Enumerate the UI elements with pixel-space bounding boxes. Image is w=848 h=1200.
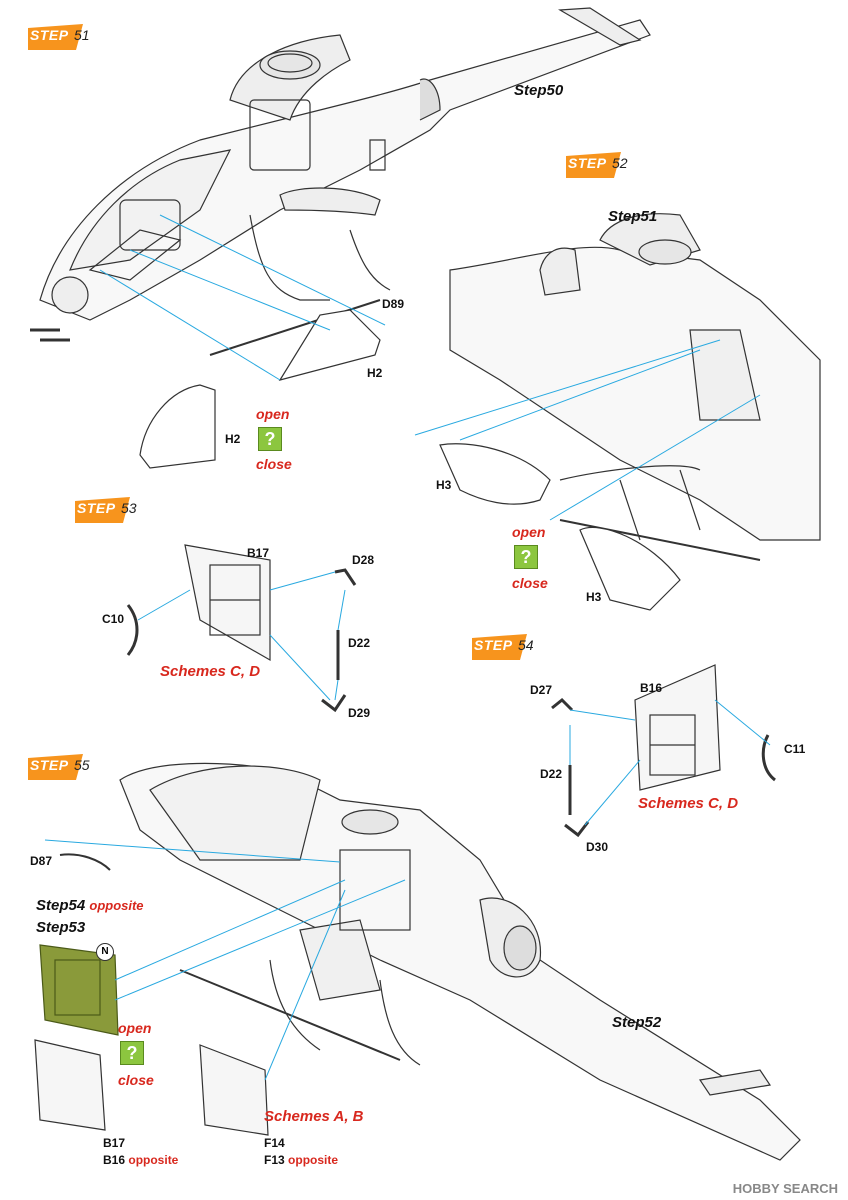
helicopter-step52 xyxy=(449,213,821,561)
close-label: close xyxy=(118,1072,154,1088)
helicopter-step51 xyxy=(30,7,651,356)
door-b17 xyxy=(184,544,271,662)
part-d28 xyxy=(334,568,357,586)
label-f14: F14 xyxy=(264,1136,285,1150)
part-d27 xyxy=(551,697,574,712)
question-icon: ? xyxy=(120,1041,144,1065)
open-label: open xyxy=(118,1020,152,1036)
watermark: HOBBY SEARCH xyxy=(732,1181,838,1196)
label-h3-closed: H3 xyxy=(586,590,602,604)
step-55-flag: STEP 55 xyxy=(28,754,90,780)
label-d28: D28 xyxy=(352,553,375,567)
label-d87: D87 xyxy=(30,854,53,868)
label-c10: C10 xyxy=(102,612,125,626)
label-d30: D30 xyxy=(586,840,609,854)
step-number: 53 xyxy=(121,500,137,516)
opposite-note: opposite xyxy=(288,1153,339,1167)
door-f14 xyxy=(199,1044,269,1136)
canopy-h2-closed xyxy=(139,384,216,469)
step-word: STEP xyxy=(568,155,607,171)
close-label: close xyxy=(512,575,548,591)
canopy-h3-part xyxy=(439,443,551,505)
step-word: STEP xyxy=(77,500,116,516)
scheme-cd-step54: Schemes C, D xyxy=(638,795,739,812)
step-number: 55 xyxy=(74,757,90,773)
scheme-cd-step53: Schemes C, D xyxy=(160,663,261,680)
question-icon: ? xyxy=(258,427,282,451)
label-d22-b: D22 xyxy=(540,767,563,781)
ref-step54-label: Step54 xyxy=(36,897,86,914)
canopy-h3-closed xyxy=(579,526,681,611)
door-b17-closed xyxy=(34,1039,106,1131)
scheme-ab-step55: Schemes A, B xyxy=(264,1108,364,1125)
ref-step51: Step51 xyxy=(608,208,658,225)
label-b17-step55: B17 xyxy=(103,1136,126,1150)
leader-lines xyxy=(44,214,771,1081)
label-h3: H3 xyxy=(436,478,452,492)
step-number: 54 xyxy=(518,637,534,653)
step-52-flag: STEP 52 xyxy=(566,152,628,178)
part-c11 xyxy=(761,734,777,782)
label-h2-closed: H2 xyxy=(225,432,241,446)
label-f13-code: F13 xyxy=(264,1153,285,1167)
step-word: STEP xyxy=(474,637,513,653)
step-number: 52 xyxy=(612,155,628,171)
ref-step54: Step54 opposite xyxy=(36,897,144,914)
ref-step50: Step50 xyxy=(514,82,564,99)
label-d89: D89 xyxy=(382,297,405,311)
opposite-note: opposite xyxy=(128,1153,179,1167)
label-c11: C11 xyxy=(784,742,806,756)
part-d87 xyxy=(59,853,111,871)
label-d22: D22 xyxy=(348,636,371,650)
label-b16-code: B16 xyxy=(103,1153,126,1167)
door-green-step53 xyxy=(39,944,119,1036)
label-b17: B17 xyxy=(247,546,270,560)
label-d27: D27 xyxy=(530,683,553,697)
canopy-h2-part xyxy=(278,309,381,381)
close-label: close xyxy=(256,456,292,472)
label-d29: D29 xyxy=(348,706,371,720)
part-d29 xyxy=(321,694,347,713)
ref-step53: Step53 xyxy=(36,919,86,936)
step-53-flag: STEP 53 xyxy=(75,497,137,523)
question-icon: ? xyxy=(514,545,538,569)
open-label: open xyxy=(256,406,290,422)
n-badge-icon: N xyxy=(96,943,114,961)
helicopter-step55 xyxy=(119,762,801,1161)
door-b16 xyxy=(634,664,721,791)
step-51-flag: STEP 51 xyxy=(28,24,90,50)
ref-opposite: opposite xyxy=(89,898,144,913)
part-d30 xyxy=(564,821,590,838)
label-f13-opposite: F13 opposite xyxy=(264,1153,338,1167)
step-word: STEP xyxy=(30,27,69,43)
part-c10 xyxy=(126,604,139,656)
open-label: open xyxy=(512,524,546,540)
step-word: STEP xyxy=(30,757,69,773)
ref-step52: Step52 xyxy=(612,1014,662,1031)
step-54-flag: STEP 54 xyxy=(472,634,534,660)
label-b16-opposite: B16 opposite xyxy=(103,1153,178,1167)
step-number: 51 xyxy=(74,27,90,43)
label-h2: H2 xyxy=(367,366,383,380)
label-b16: B16 xyxy=(640,681,663,695)
